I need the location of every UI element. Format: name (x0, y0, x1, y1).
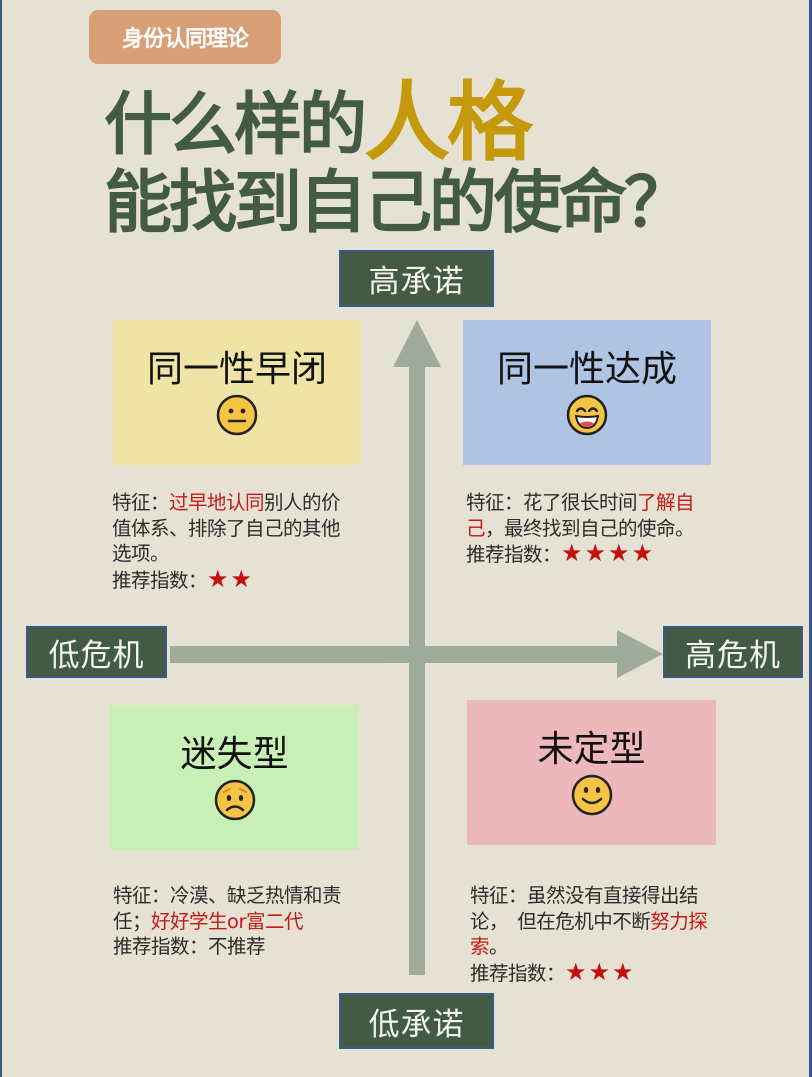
slightly-smiling-face-icon (571, 774, 612, 815)
feature-label: 特征： (470, 884, 528, 907)
rating-label: 推荐指数： (112, 568, 208, 592)
neutral-face-icon (216, 394, 258, 435)
feature-highlight: 努力探索 (470, 909, 708, 959)
description-moratorium: 特征：虽然没有直接得出结论， 但在危机中不断努力探索。 推荐指数：★★★ (470, 883, 720, 986)
quadrant-achievement: 同一性达成 (463, 320, 711, 465)
feature-text-pre: 冷漠、缺乏热情和责任； (113, 884, 342, 933)
axis-label-low-commitment: 低承诺 (339, 993, 494, 1049)
quadrant-moratorium: 未定型 (467, 700, 716, 845)
left-frame-border (0, 0, 2, 1077)
feature-label: 特征： (466, 491, 524, 514)
title-line-2: 能找到自己的使命？ (104, 164, 692, 243)
feature-text-pre: 虽然没有直接得出结论， 但在危机中不断 (470, 884, 699, 933)
feature-highlight: 过早地认同 (169, 491, 265, 514)
rating-label: 推荐指数： (466, 543, 562, 566)
feature-highlight: 好好学生or富二代 (151, 909, 303, 933)
rating-label: 推荐指数： (113, 935, 209, 958)
feature-text: 。 (489, 935, 509, 958)
feature-label: 特征： (112, 491, 170, 514)
title-prefix: 什么样的 (104, 86, 367, 165)
axis-label-high-commitment: 高承诺 (339, 250, 494, 307)
up-arrow-head-icon (393, 320, 441, 367)
worried-face-icon (214, 779, 255, 820)
feature-text-pre: 花了很长时间 (523, 491, 638, 514)
feature-label: 特征： (113, 884, 171, 907)
horizontal-axis-shaft (170, 646, 618, 663)
right-arrow-head-icon (617, 630, 663, 678)
feature-highlight: 了解自己 (466, 491, 695, 540)
topic-tag: 身份认同理论 (89, 10, 281, 64)
title-line-1: 什么样的人格 (104, 80, 533, 166)
description-foreclosure: 特征：过早地认同别人的价值体系、排除了自己的其他选项。 推荐指数：★★ (112, 490, 342, 593)
quadrant-diffusion: 迷失型 (110, 705, 359, 850)
title-highlight: 人格 (364, 73, 533, 173)
axis-label-high-crisis: 高危机 (663, 626, 803, 678)
rating-stars-icon: ★★★ (565, 957, 636, 986)
quadrant-foreclosure: 同一性早闭 (113, 320, 361, 465)
rating-stars-icon: ★★ (207, 564, 255, 593)
rating-stars-icon: ★★★★ (561, 539, 656, 567)
description-diffusion: 特征：冷漠、缺乏热情和责任；好好学生or富二代 推荐指数：不推荐 (113, 883, 343, 960)
rating-label: 推荐指数： (470, 961, 566, 985)
quadrant-name: 同一性达成 (496, 349, 677, 390)
grinning-face-icon (566, 394, 608, 435)
quadrant-name: 同一性早闭 (146, 349, 327, 390)
rating-value: 不推荐 (208, 935, 266, 958)
vertical-axis-shaft (409, 366, 425, 975)
right-frame-border (809, 0, 812, 1077)
feature-text: ，最终找到自己的使命。 (485, 516, 695, 540)
quadrant-name: 未定型 (537, 729, 646, 770)
feature-text: 别人的价值体系、排除了自己的其他选项。 (112, 491, 341, 565)
axis-label-low-crisis: 低危机 (26, 626, 167, 678)
description-achievement: 特征：花了很长时间了解自己，最终找到自己的使命。 推荐指数：★★★★ (466, 490, 716, 568)
quadrant-name: 迷失型 (180, 734, 289, 775)
